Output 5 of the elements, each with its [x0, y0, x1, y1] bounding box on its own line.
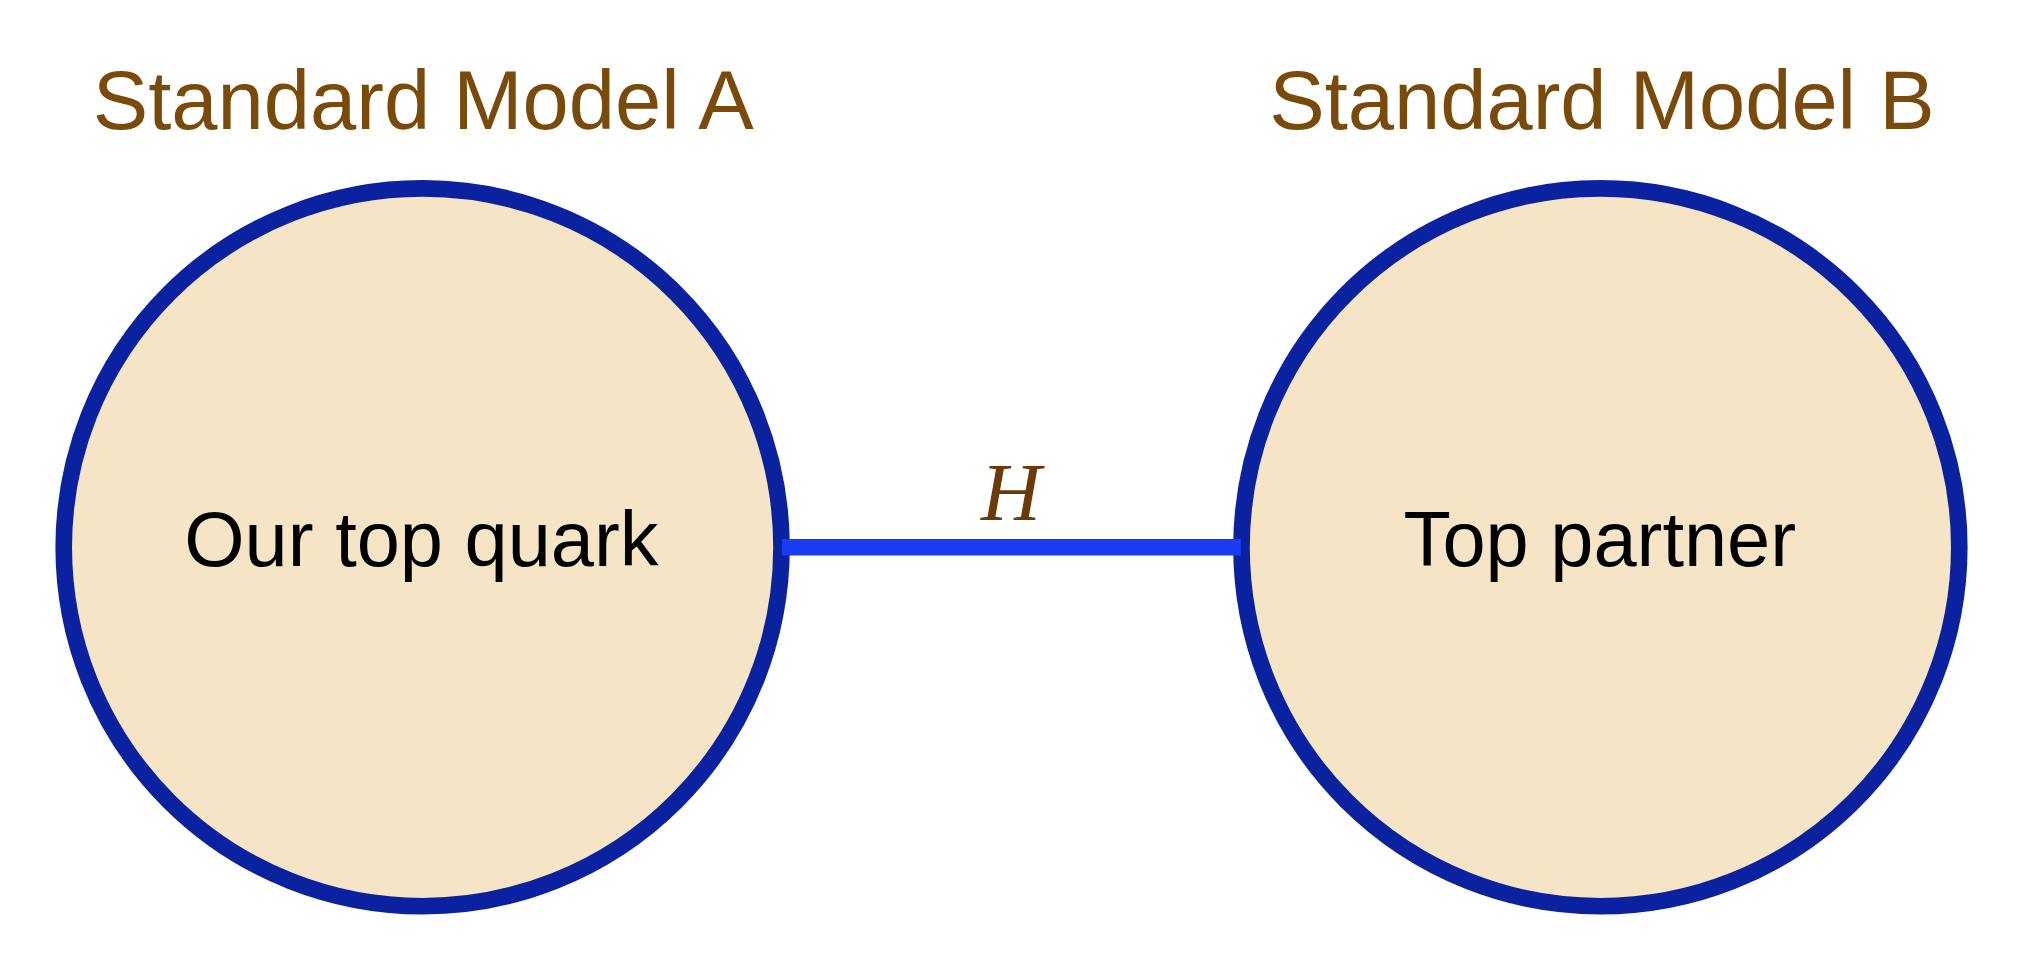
node-label: Standard Model B: [1269, 53, 1935, 147]
node-circle: Our top quark: [55, 179, 790, 914]
node-circle: Top partner: [1233, 179, 1968, 914]
node-label: Standard Model A: [92, 53, 754, 147]
connector: [781, 538, 1241, 556]
